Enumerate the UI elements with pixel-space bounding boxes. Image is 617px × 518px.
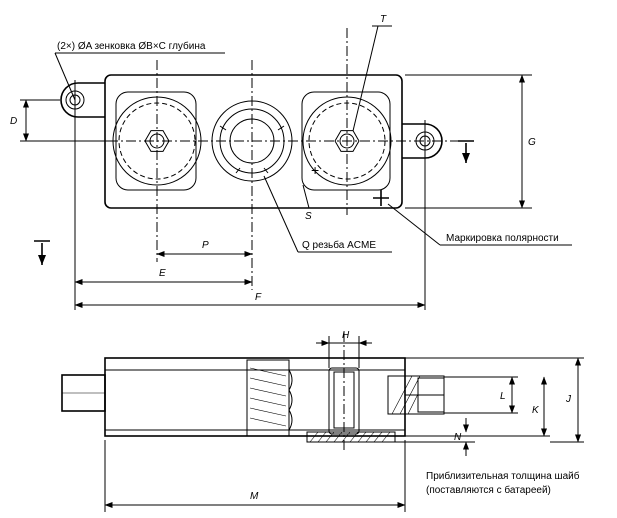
leader-S [302, 184, 310, 209]
leader-T [352, 25, 379, 132]
note-counterbore-leader [54, 52, 76, 101]
washer-note-line1: Приблизительная толщина шайб [426, 470, 580, 482]
label-F: F [255, 292, 262, 303]
washer-note-line2: (поставляются с батареей) [426, 484, 551, 496]
label-S: S [305, 211, 312, 222]
label-G: G [528, 137, 536, 148]
vent-cap-lugs [219, 125, 285, 174]
right-terminal-stud [339, 133, 355, 149]
label-P: P [202, 240, 209, 251]
label-J: J [565, 394, 572, 405]
label-M: M [250, 491, 259, 502]
label-E: E [159, 268, 166, 279]
leader-polarity [387, 203, 441, 246]
label-D: D [10, 116, 17, 127]
terminal-plus-sign: + [311, 162, 319, 178]
label-L: L [500, 391, 506, 402]
acme-thread-section [246, 359, 290, 437]
label-N: N [454, 432, 462, 443]
left-mounting-ear [60, 82, 105, 118]
top-view: + (2×) ØA зенковка ØB×C глубина T D G [10, 14, 572, 310]
washer [306, 431, 396, 443]
leader-Q [263, 175, 299, 253]
label-H: H [342, 330, 350, 341]
label-polarity: Маркировка полярности [446, 233, 559, 244]
note-counterbore: (2×) ØA зенковка ØB×C глубина [57, 40, 206, 52]
polarity-mark [373, 190, 389, 206]
label-K: K [532, 405, 540, 416]
label-Q: Q резьба ACME [302, 239, 376, 251]
side-view: H L K J N Приблизительная толщина шайб (… [61, 330, 584, 512]
label-T: T [380, 14, 387, 25]
